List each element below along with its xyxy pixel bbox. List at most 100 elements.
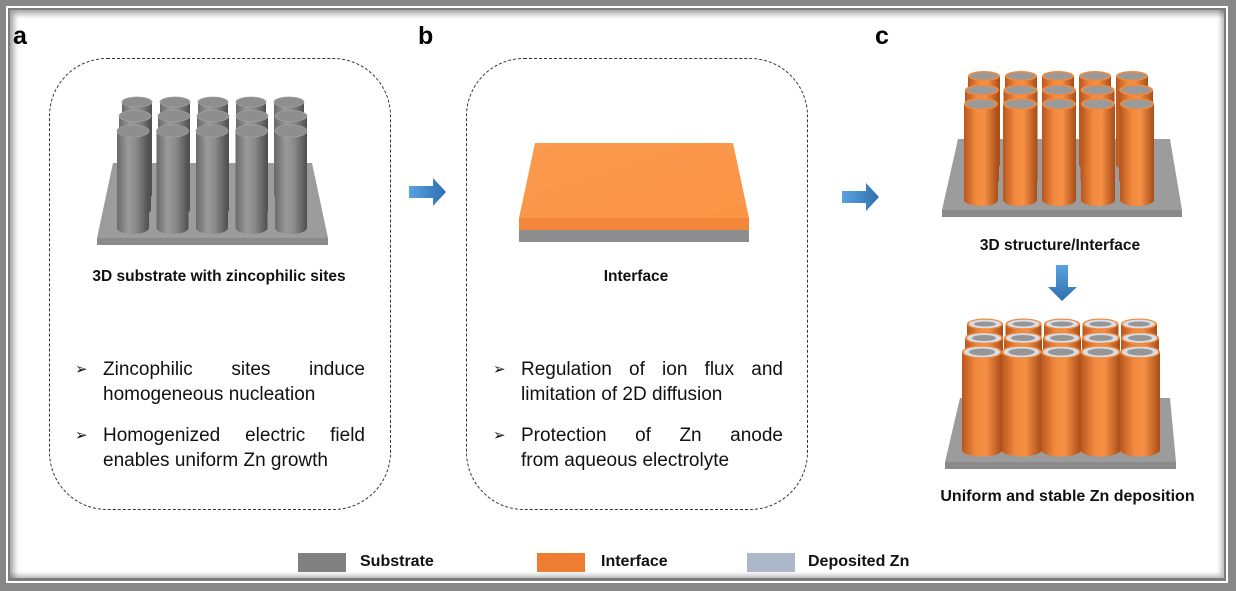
pillar-body: [235, 131, 268, 228]
pillar-top: [1007, 72, 1035, 80]
pillar-top: [969, 348, 995, 356]
pillar-top: [1044, 99, 1074, 109]
pillar-top: [159, 96, 191, 108]
pillar-top: [1005, 86, 1036, 94]
substrate-plate-front: [97, 238, 328, 245]
pillar-top: [1011, 335, 1035, 341]
pillar-top: [1089, 321, 1112, 327]
bullet-item: ➢ Zincophilic sites induce homogeneous n…: [75, 357, 365, 407]
pillar-body: [1120, 352, 1160, 450]
panel-letter-a: a: [13, 22, 27, 50]
bullet-item: ➢ Protection of Zn anode from aqueous el…: [493, 423, 783, 473]
legend-label-substrate: Substrate: [360, 553, 434, 570]
substrate-plate-front: [942, 210, 1182, 217]
pillar-top: [970, 72, 998, 80]
pillar-body: [1081, 104, 1115, 200]
pillar-body: [1003, 104, 1037, 200]
pillar-base: [1003, 194, 1037, 206]
pillar-top: [1044, 86, 1074, 94]
pillar-base: [1080, 443, 1121, 457]
substrate-front-face: [519, 230, 749, 242]
pillar-base: [196, 222, 228, 234]
pillar-body: [1120, 104, 1154, 200]
pillar-top: [195, 124, 229, 138]
bullet-item: ➢ Homogenized electric field enables uni…: [75, 423, 365, 473]
bullet-item: ➢ Regulation of ion flux and limitation …: [493, 357, 783, 407]
pillar-top: [1127, 348, 1153, 356]
pillar-top: [1128, 321, 1150, 327]
pillar-body: [1041, 352, 1081, 450]
pillar-top: [121, 96, 153, 108]
pillar-base: [964, 194, 998, 206]
interface-front-face: [519, 218, 749, 230]
pillar-top: [1082, 86, 1113, 94]
pillar-top: [1122, 99, 1152, 109]
pillar-base: [1120, 443, 1160, 457]
pillar-top: [274, 124, 308, 138]
legend-swatch-deposited-zn: [747, 553, 795, 572]
pillar-top: [157, 110, 191, 122]
pillar-base: [1001, 443, 1042, 457]
pillar-top: [235, 124, 268, 138]
pillar-top: [1048, 348, 1074, 356]
pillar-body: [964, 104, 998, 200]
interface-layer-illustration: [519, 143, 749, 242]
pillar-top: [1005, 99, 1035, 109]
panel-c-bottom-caption: Uniform and stable Zn deposition: [940, 488, 1195, 505]
bullet-line: Homogenized electric field: [103, 425, 365, 446]
right-arrow-icon: [842, 183, 879, 211]
panel-b-bullets: ➢ Regulation of ion flux and limitation …: [493, 357, 783, 489]
arrowhead-bullet-icon: ➢: [493, 427, 506, 444]
pillar-top: [1044, 72, 1072, 80]
panel-letter-c: c: [875, 22, 889, 50]
pillar-top: [1089, 335, 1113, 341]
pillar-top: [196, 110, 230, 122]
legend-label-deposited-zn: Deposited Zn: [808, 553, 910, 570]
bullet-line: limitation of 2D diffusion: [521, 384, 723, 405]
pillar-base: [1041, 443, 1081, 457]
pillar-body: [275, 131, 307, 228]
pillar-base: [275, 222, 307, 234]
pillar-top: [1121, 86, 1151, 94]
pillar-top: [1081, 72, 1109, 80]
panel-a-caption: 3D substrate with zincophilic sites: [92, 268, 346, 285]
down-arrow-icon: [1048, 265, 1077, 301]
panel-a-bullets: ➢ Zincophilic sites induce homogeneous n…: [75, 357, 365, 489]
substrate-plate-front: [945, 462, 1176, 469]
pillar-top: [273, 96, 305, 108]
pillar-base: [235, 222, 268, 234]
arrowhead-bullet-icon: ➢: [75, 361, 88, 378]
pillar-top: [118, 110, 152, 122]
pillar-top: [974, 321, 996, 327]
pillar-top: [972, 335, 996, 341]
bullet-line: homogeneous nucleation: [103, 384, 316, 405]
pillar-body: [1001, 352, 1042, 450]
pillar-top: [1083, 99, 1113, 109]
pillar-base: [1081, 194, 1115, 206]
pillar-body: [117, 131, 149, 228]
legend-swatch-substrate: [298, 553, 346, 572]
interface-top-face: [519, 143, 749, 218]
pillar-top: [966, 99, 996, 109]
pillar-body: [156, 131, 189, 228]
pillar-top: [1051, 321, 1073, 327]
legend-swatch-interface: [537, 553, 585, 572]
panel-b-box: [466, 58, 808, 510]
pillar-top: [967, 86, 997, 94]
right-arrow-icon: [409, 178, 446, 206]
bullet-line: enables uniform Zn growth: [103, 450, 328, 471]
pillar-base: [117, 222, 149, 234]
bullet-line: Zincophilic sites induce: [103, 359, 365, 380]
pillar-top: [156, 124, 189, 138]
pillar-top: [1128, 335, 1152, 341]
pillar-top: [1087, 348, 1114, 356]
pillar-top: [1118, 72, 1146, 80]
pillar-top: [1008, 348, 1035, 356]
bullet-line: from aqueous electrolyte: [521, 450, 730, 471]
pillar-body: [1080, 352, 1121, 450]
arrowhead-bullet-icon: ➢: [75, 427, 88, 444]
bullet-line: Protection of Zn anode: [521, 425, 783, 446]
